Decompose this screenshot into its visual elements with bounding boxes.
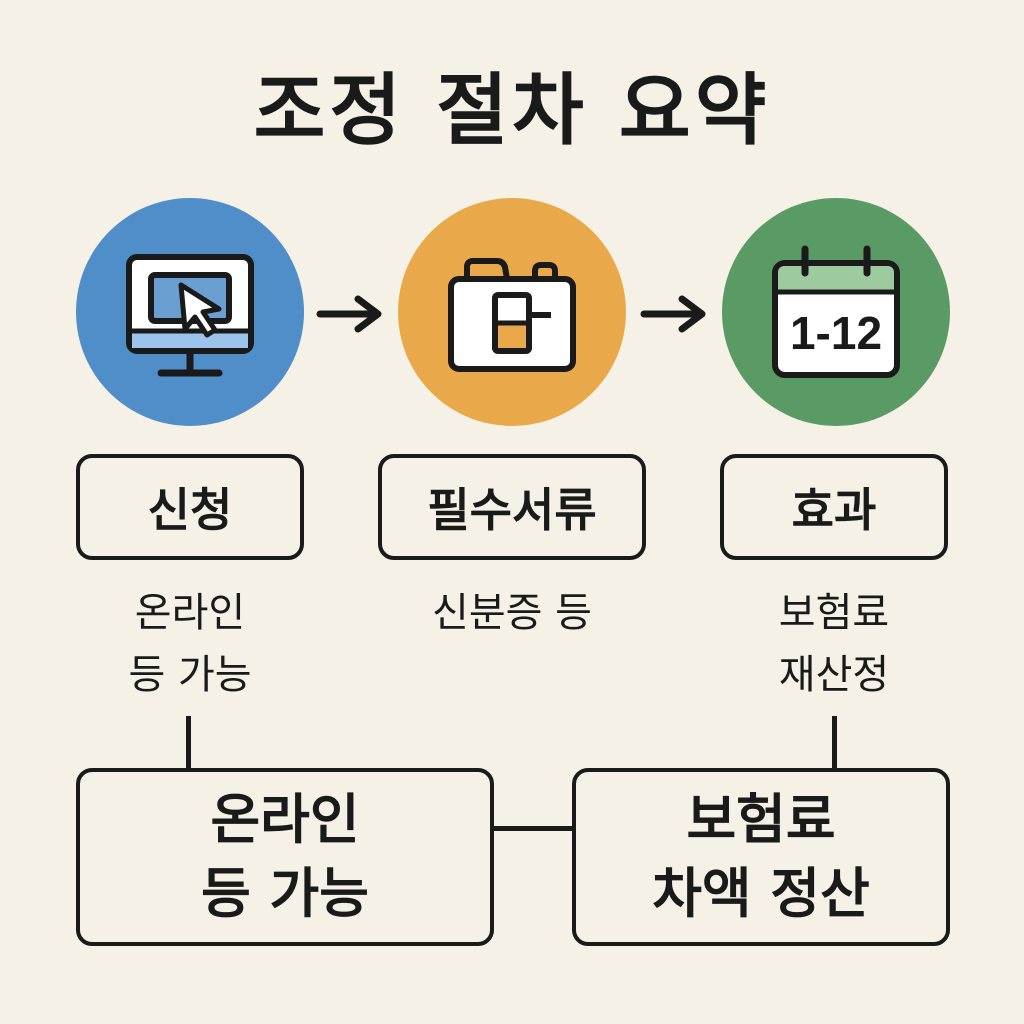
arrow-right-icon — [316, 294, 386, 338]
bottom-box-online: 온라인 등 가능 — [76, 768, 494, 946]
step-1-circle — [76, 198, 304, 426]
computer-cursor-icon — [126, 254, 254, 377]
arrow-right-icon — [640, 294, 710, 338]
bottom-box-premium: 보험료 차액 정산 — [572, 768, 950, 946]
step-3-circle: 1-12 — [722, 198, 950, 426]
connector-line — [492, 826, 574, 831]
step-3-label-box: 효과 — [720, 454, 948, 560]
step-3-caption: 보험료 재산정 — [778, 590, 890, 698]
step-1-label-box: 신청 — [76, 454, 304, 560]
page-title: 조정 절차 요약 — [253, 66, 771, 156]
step-2-caption: 신분증 등 — [432, 590, 592, 636]
connector-line — [832, 716, 837, 770]
step-1-caption: 온라인 등 가능 — [128, 590, 252, 698]
calendar-date-text: 1-12 — [790, 307, 882, 359]
document-folder-icon — [448, 258, 576, 372]
step-1-label: 신청 — [147, 483, 233, 537]
connector-line — [186, 716, 191, 770]
step-2-label-box: 필수서류 — [378, 454, 646, 560]
step-2-label: 필수서류 — [427, 483, 597, 537]
step-2-circle — [398, 198, 626, 426]
calendar-icon: 1-12 — [772, 245, 900, 378]
step-3-label: 효과 — [791, 483, 877, 537]
